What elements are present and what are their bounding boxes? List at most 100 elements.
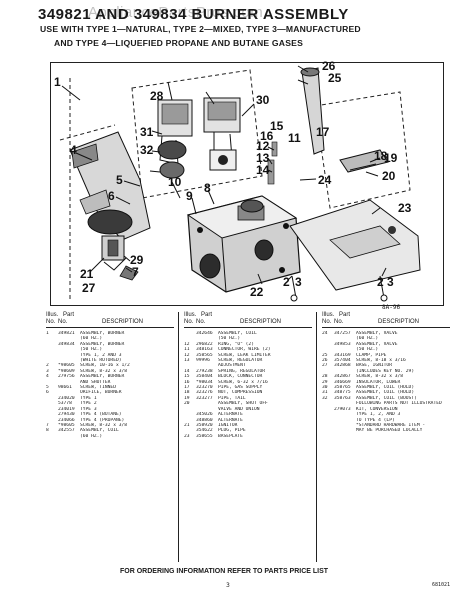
subtitle-line-1: USE WITH TYPE 1—NATURAL, TYPE 2—MIXED, T… [40, 24, 361, 34]
illus-no: 30 [322, 385, 328, 391]
description: SCREW, 8-32 x 3/8 [80, 422, 128, 428]
page-number: 3 [226, 582, 230, 589]
illus-no: 12 [184, 352, 190, 358]
watermark: AppliancePartsPros.com [88, 4, 264, 21]
callout-24: 24 [318, 173, 332, 187]
table-row: 354622 PLUG, PIPE [184, 428, 312, 433]
description: ASSEMBLY, BURNER [80, 331, 125, 336]
callout-3a: 3 [295, 275, 302, 289]
callout-29: 29 [130, 253, 144, 267]
description: MAY BE PURCHASED LOCALLY [356, 428, 423, 434]
table-row: TYPE 1, 2, AND 3 [322, 412, 450, 417]
part-no: 354622 [196, 428, 213, 434]
part-no: 279073 [334, 406, 351, 412]
description: (60 HZ.) [80, 336, 103, 342]
description: ALTERNATE [218, 412, 243, 418]
description: TYPE 3 [80, 406, 97, 412]
description: TYPE 1, 2, AND 3 [356, 412, 401, 418]
part-no: 342646 [196, 331, 213, 336]
part-no: *98034 [196, 379, 213, 385]
description: AND SHUTTER [80, 379, 111, 385]
callout-3b: 3 [387, 275, 394, 289]
part-no: 99996 [196, 358, 210, 364]
callout-numbers: 1 2 2 3 3 4 5 6 7 8 9 10 11 12 13 14 15 … [54, 59, 412, 299]
part-no: 53778 [58, 401, 72, 407]
description: ASSEMBLY, BURNER [80, 374, 125, 380]
description: ASSEMBLY, VALVE [356, 341, 398, 347]
callout-15: 15 [270, 119, 284, 133]
callout-7: 7 [132, 265, 139, 279]
part-no: 323270 [196, 385, 213, 391]
callout-13: 13 [256, 151, 270, 165]
description: ASSEMBLY, COIL [80, 428, 119, 434]
description: ALTERNATE [218, 417, 243, 423]
column-header: Illus. Part No.No.DESCRIPTION [184, 312, 312, 328]
description: SCREW, 10-16 x 1/2 [80, 363, 130, 369]
description: INSULATOR, LOWER [356, 379, 401, 385]
description: (50 HZ.) [356, 347, 379, 353]
table-row: (60 HZ.) [46, 434, 174, 439]
description: PIPE, TAIL [218, 395, 246, 401]
part-no: 234066 [58, 417, 75, 423]
part-no: 348775 [334, 390, 351, 396]
table-row: (50 HZ.) [322, 347, 450, 352]
table-row: MAY BE PURCHASED LOCALLY [322, 428, 450, 433]
description: ASSEMBLY, BURNER [80, 341, 125, 347]
illus-no: 20 [184, 401, 190, 407]
part-no: 358565 [196, 352, 213, 358]
description: (60 HZ.) [356, 336, 379, 342]
callout-23: 23 [398, 201, 412, 215]
description: ADJUSTMENT [218, 363, 246, 369]
table-row: (WHITE ROTORED) [46, 358, 174, 363]
description: ASSEMBLY, COIL [218, 331, 257, 336]
callout-2b: 2 [377, 275, 384, 289]
gas-supply-pipe [300, 67, 389, 173]
column-divider [316, 312, 317, 562]
table-row: 345026 ALTERNATE [184, 412, 312, 417]
illus-no: 7 [46, 422, 49, 428]
part-no: *98609 [58, 368, 75, 374]
column-header: Illus. Part No.No.DESCRIPTION [46, 312, 174, 328]
illus-no: 27 [322, 363, 328, 369]
part-no: *98605 [58, 363, 75, 369]
coil-assembly [157, 97, 241, 179]
illus-no: 29 [322, 379, 328, 385]
description: *STANDARD HARDWARE ITEM - [356, 422, 426, 428]
description: PLUG, PIPE [218, 428, 246, 434]
illus-no: 12 [184, 341, 190, 347]
description: SCREW, LEAK LIMITER [218, 352, 271, 358]
part-no: *98605 [58, 422, 75, 428]
part-no: 345026 [196, 412, 213, 418]
description: FOLLOWING PARTS NOT ILLUSTRATED [356, 401, 442, 407]
callout-25: 25 [328, 71, 342, 85]
description: TYPE 2 [80, 401, 97, 407]
part-no: 279430 [58, 412, 75, 418]
gas-valve-body [186, 195, 301, 293]
callout-20: 20 [382, 169, 396, 183]
callout-10: 10 [168, 175, 182, 189]
description: BASE, IGNITOR [356, 363, 392, 369]
table-row: *STANDARD HARDWARE ITEM - [322, 423, 450, 428]
callout-14: 14 [256, 163, 270, 177]
part-no: 349821 [58, 331, 75, 336]
callout-5: 5 [116, 173, 123, 187]
part-no: 348163 [196, 347, 213, 353]
table-row: (60 HZ.) [46, 336, 174, 341]
description: SCREW, REGULATOR [218, 358, 263, 364]
